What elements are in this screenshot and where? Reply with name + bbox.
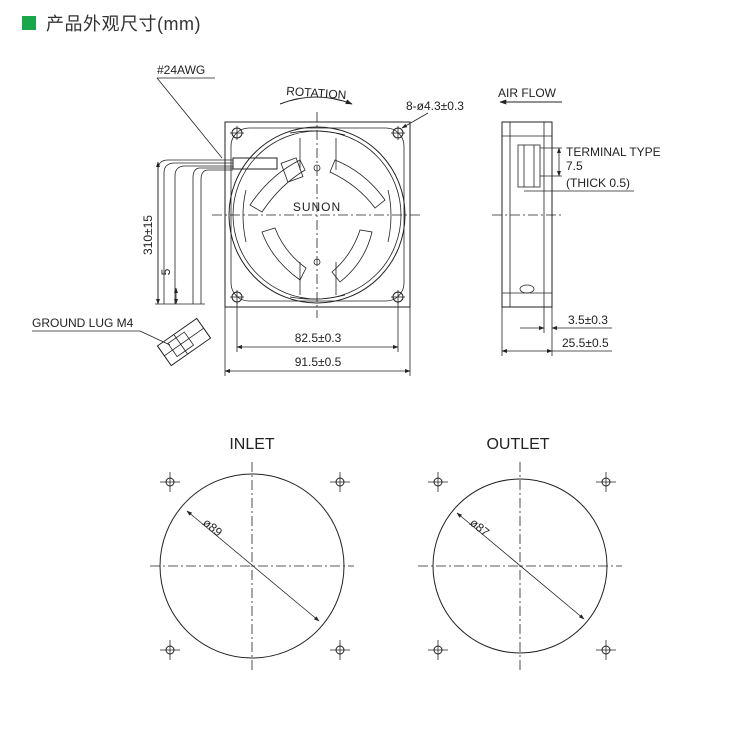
terminal-size-label: 7.5 <box>566 159 583 173</box>
strip-length-dim: 5 <box>159 268 173 275</box>
brand-label: SUNON <box>293 200 341 214</box>
terminal-type-label: TERMINAL TYPE <box>566 145 661 159</box>
inlet-label: INLET <box>229 436 275 453</box>
inlet-view: INLET ø89 <box>150 436 354 672</box>
green-square-icon <box>22 16 36 30</box>
outlet-view: OUTLET ø87 <box>418 436 622 672</box>
inlet-mount-holes <box>160 472 350 660</box>
lead-length-dim: 310±15 <box>141 215 155 255</box>
side-frame <box>501 121 553 308</box>
front-view: SUNON ROTATION 8-ø4.3±0.3 #24AWG 310±15 … <box>32 63 464 376</box>
ground-lug <box>156 317 212 367</box>
flange-thick-dim: 3.5±0.3 <box>568 313 608 327</box>
frame-width-dim: 91.5±0.5 <box>295 355 342 369</box>
rotation-arrow <box>279 96 353 105</box>
section-header: 产品外观尺寸(mm) <box>22 10 201 36</box>
airflow-label: AIR FLOW <box>498 86 557 100</box>
hole-pitch-dim: 82.5±0.3 <box>295 331 342 345</box>
outlet-diameter-dim: ø87 <box>467 515 492 539</box>
fan-blades <box>242 130 392 300</box>
inlet-diameter-dim: ø89 <box>200 515 225 539</box>
depth-dim: 25.5±0.5 <box>562 336 609 350</box>
ground-lug-label: GROUND LUG M4 <box>32 316 134 330</box>
terminal-thick-label: (THICK 0.5) <box>566 176 630 190</box>
wire-gauge-label: #24AWG <box>157 63 205 77</box>
lead-wires <box>157 159 233 304</box>
side-terminal <box>517 144 541 188</box>
corner-holes <box>230 126 405 304</box>
fan-frame <box>224 121 411 308</box>
fan-frame-inner <box>230 127 405 302</box>
section-title: 产品外观尺寸(mm) <box>46 14 201 34</box>
outlet-mount-holes <box>428 472 616 660</box>
terminal-tab <box>232 157 278 170</box>
side-view: AIR FLOW TERMINAL TYPE 7.5 (THICK 0.5) 3… <box>492 86 661 356</box>
holes-label: 8-ø4.3±0.3 <box>406 99 464 113</box>
rotation-label: ROTATION <box>286 84 347 102</box>
outlet-label: OUTLET <box>486 436 549 453</box>
